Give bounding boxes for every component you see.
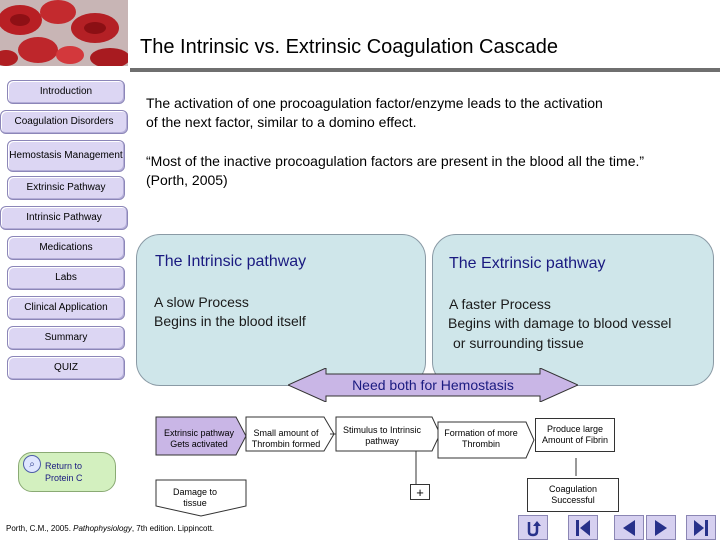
previous-control[interactable]: [614, 515, 644, 540]
flow-stimulus-intrinsic: Stimulus to Intrinsic pathway: [342, 425, 422, 446]
nav-quiz[interactable]: QUIZ: [7, 356, 125, 380]
return-line-2: Protein C: [45, 473, 83, 483]
reference-suffix: , 7th edition. Lippincott.: [131, 524, 215, 533]
nav-summary[interactable]: Summary: [7, 326, 125, 350]
reference-title: Pathophysiology: [73, 524, 132, 533]
intrinsic-line-2: Begins in the blood itself: [154, 313, 306, 329]
flow-coag-success: Coagulation Successful: [548, 484, 598, 505]
hemostasis-arrow-label: Need both for Hemostasis: [352, 377, 514, 393]
return-control[interactable]: [518, 515, 548, 540]
flow-extrinsic-activated: Extrinsic pathway Gets activated: [163, 428, 235, 449]
flow-damage-tissue: Damage to tissue: [172, 487, 218, 508]
small-thrombin-arrow: [245, 416, 335, 452]
intrinsic-line-1: A slow Process: [154, 294, 249, 310]
nav-extrinsic-pathway[interactable]: Extrinsic Pathway: [7, 176, 125, 200]
return-line-1: Return to: [45, 461, 83, 471]
flow-large-fibrin-box: Produce large Amount of Fibrin: [535, 418, 615, 452]
magnifier-icon: ⌕: [23, 455, 41, 473]
last-slide-control[interactable]: [686, 515, 716, 540]
nav-clinical-application[interactable]: Clinical Application: [7, 296, 125, 320]
hemostasis-double-arrow: [288, 368, 578, 402]
red-blood-cells-image: [0, 0, 128, 66]
flow-large-fibrin: Produce large Amount of Fibrin: [541, 424, 609, 445]
plus-sign: +: [410, 484, 430, 500]
nav-coagulation-disorders[interactable]: Coagulation Disorders: [0, 110, 128, 134]
return-to-protein-c-button[interactable]: ⌕ Return to Protein C: [18, 452, 116, 492]
extrinsic-line-2: Begins with damage to blood vessel: [448, 315, 672, 331]
previous-icon: [623, 519, 635, 536]
reference-prefix: Porth, C.M., 2005.: [6, 524, 74, 533]
extrinsic-panel: The Extrinsic pathway A faster Process B…: [432, 234, 714, 386]
last-slide-icon: [694, 519, 708, 536]
extrinsic-line-3: or surrounding tissue: [453, 335, 584, 351]
page-title: The Intrinsic vs. Extrinsic Coagulation …: [140, 36, 558, 58]
first-slide-icon: [576, 519, 590, 536]
nav-introduction[interactable]: Introduction: [7, 80, 125, 104]
porth-quote-text: “Most of the inactive procoagulation fac…: [146, 153, 645, 188]
stimulus-arrow: [335, 416, 441, 452]
extrinsic-activated-arrow: [155, 416, 247, 456]
extrinsic-panel-title: The Extrinsic pathway: [449, 255, 606, 272]
next-icon: [655, 519, 667, 536]
extrinsic-line-1: A faster Process: [449, 296, 551, 312]
domino-effect-text: The activation of one procoagulation fac…: [146, 95, 603, 130]
nav-intrinsic-pathway[interactable]: Intrinsic Pathway: [0, 206, 128, 230]
nav-hemostasis-management[interactable]: Hemostasis Management: [7, 140, 125, 172]
first-slide-control[interactable]: [568, 515, 598, 540]
next-control[interactable]: [646, 515, 676, 540]
flow-small-thrombin: Small amount of Thrombin formed: [251, 428, 321, 449]
nav-labs[interactable]: Labs: [7, 266, 125, 290]
more-thrombin-arrow: [437, 421, 535, 459]
intrinsic-panel-title: The Intrinsic pathway: [155, 253, 307, 270]
damage-tissue-shape: [155, 479, 247, 517]
flow-more-thrombin: Formation of more Thrombin: [444, 428, 518, 449]
flow-coag-success-box: Coagulation Successful: [527, 478, 619, 512]
return-icon: [527, 520, 541, 536]
reference-citation: Porth, C.M., 2005. Pathophysiology, 7th …: [6, 524, 214, 533]
title-divider: [130, 68, 720, 72]
intrinsic-panel: The Intrinsic pathway A slow Process Beg…: [136, 234, 426, 386]
nav-medications[interactable]: Medications: [7, 236, 125, 260]
flow-diagram: [155, 416, 577, 517]
